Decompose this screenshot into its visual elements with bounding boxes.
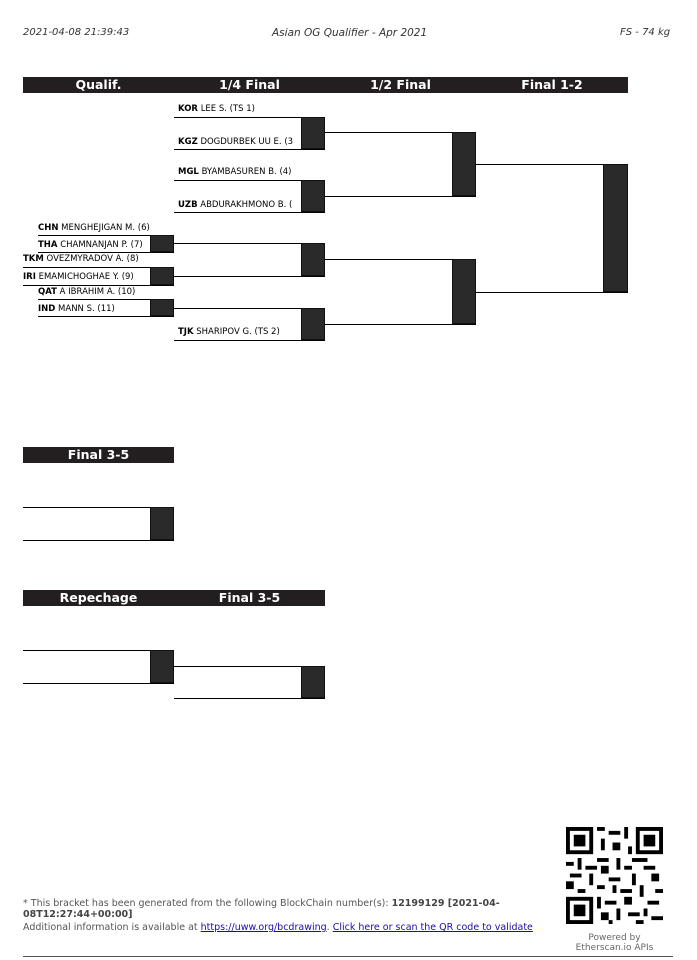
header-semi-final: 1/2 Final xyxy=(370,77,431,92)
qr-code-icon xyxy=(566,827,663,924)
blockchain-note: * This bracket has been generated from t… xyxy=(23,898,500,920)
line xyxy=(23,285,174,286)
score-box xyxy=(301,308,325,340)
score-box xyxy=(452,259,476,324)
score-box xyxy=(150,267,174,285)
print-datetime: 2021-04-08 21:39:43 xyxy=(23,27,130,38)
line xyxy=(23,507,174,508)
wrestler-mgl: MGL BYAMBASUREN B. (4) xyxy=(178,167,292,177)
line xyxy=(174,243,325,244)
line xyxy=(23,267,174,268)
line xyxy=(325,259,476,260)
score-box xyxy=(452,132,476,196)
score-box xyxy=(150,235,174,252)
score-box xyxy=(150,507,174,540)
wrestler-ind: IND MANN S. (11) xyxy=(38,304,115,314)
bottom-rule xyxy=(23,956,673,957)
score-box xyxy=(150,299,174,316)
line xyxy=(174,698,325,699)
line xyxy=(174,180,325,181)
line xyxy=(38,316,174,317)
score-box xyxy=(301,117,325,149)
wrestler-kor: KOR LEE S. (TS 1) xyxy=(178,104,255,114)
line xyxy=(38,299,174,300)
event-title: Asian OG Qualifier - Apr 2021 xyxy=(272,27,428,39)
final35-header: Final 3-5 xyxy=(23,447,174,463)
line xyxy=(174,149,325,150)
line xyxy=(23,540,174,541)
line xyxy=(23,683,174,684)
wrestler-tkm: TKM OVEZMYRADOV A. (8) xyxy=(23,254,139,264)
score-box xyxy=(301,666,325,698)
header-final: Final 1-2 xyxy=(521,77,583,92)
line xyxy=(476,292,628,293)
qr-code[interactable] xyxy=(566,827,663,924)
line xyxy=(325,132,476,133)
wrestler-chn: CHN MENGHEJIGAN M. (6) xyxy=(38,223,150,233)
line xyxy=(23,650,174,651)
line xyxy=(325,324,476,325)
line xyxy=(476,164,628,165)
wrestler-qat: QAT A IBRAHIM A. (10) xyxy=(38,287,136,297)
powered-by: Powered by Etherscan.io APIs xyxy=(575,933,654,953)
line xyxy=(174,308,325,309)
header-repechage: Repechage xyxy=(59,590,138,605)
wrestler-uzb: UZB ABDURAKHMONO B. ( xyxy=(178,200,293,210)
wrestler-tha: THA CHAMNANJAN P. (7) xyxy=(38,240,143,250)
header-repechage-final35: Final 3-5 xyxy=(218,590,281,605)
score-box xyxy=(301,243,325,276)
wrestler-tjk: TJK SHARIPOV G. (TS 2) xyxy=(178,327,280,337)
line xyxy=(174,212,325,213)
block-number: 12199129 [2021-04-08T12:27:44+00:00] xyxy=(23,898,500,920)
header-quarter-final: 1/4 Final xyxy=(219,77,280,92)
line xyxy=(174,117,325,118)
additional-info: Additional information is available at h… xyxy=(23,922,533,933)
line xyxy=(325,196,476,197)
line xyxy=(174,340,325,341)
validate-link[interactable]: Click here or scan the QR code to valida… xyxy=(332,922,533,933)
bracket-header-bar xyxy=(23,77,628,93)
header-qualif: Qualif. xyxy=(75,77,122,92)
score-box xyxy=(603,164,628,292)
repechage-header-bar xyxy=(23,590,325,606)
uww-link[interactable]: https://uww.org/bcdrawing xyxy=(200,922,327,933)
score-box xyxy=(301,180,325,212)
line xyxy=(174,666,325,667)
score-box xyxy=(150,650,174,683)
line xyxy=(38,235,174,236)
wrestler-kgz: KGZ DOGDURBEK UU E. (3 xyxy=(178,137,294,147)
wrestler-iri: IRI EMAMICHOGHAE Y. (9) xyxy=(23,272,134,282)
line xyxy=(38,252,174,253)
weight-category: FS - 74 kg xyxy=(620,27,671,38)
line xyxy=(174,276,325,277)
